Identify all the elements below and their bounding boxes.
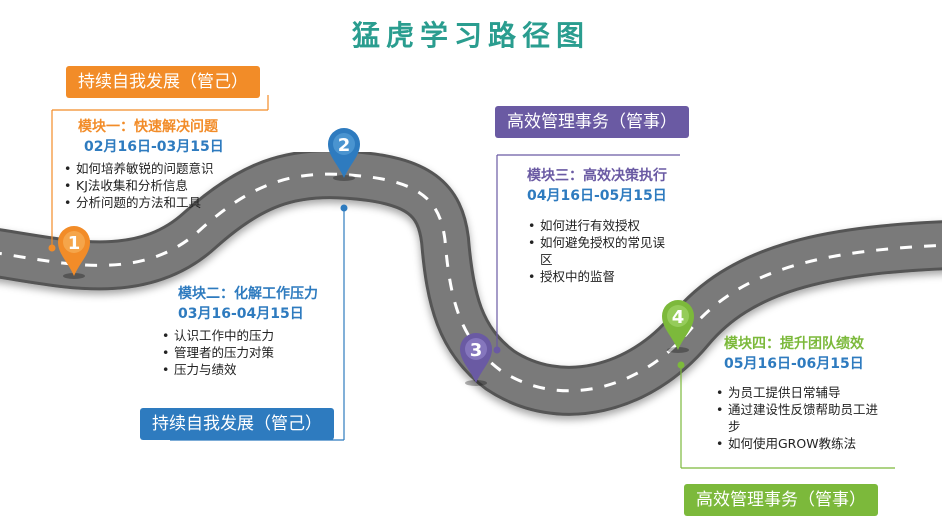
pin-1-icon: 1 — [58, 226, 90, 279]
module-2-title: 模块二：化解工作压力 — [178, 286, 318, 302]
banner-manage-affairs-top: 高效管理事务（管事） — [495, 106, 689, 138]
list-item: 压力与绩效 — [162, 361, 354, 378]
list-item: 授权中的监督 — [528, 268, 676, 285]
banner-manage-affairs-bottom: 高效管理事务（管事） — [684, 484, 878, 516]
list-item: 分析问题的方法和工具 — [64, 194, 276, 211]
list-item: 如何进行有效授权 — [528, 217, 676, 234]
page-title: 猛虎学习路径图 — [351, 19, 590, 52]
list-item: 通过建设性反馈帮助员工进步 — [716, 401, 888, 435]
module-1-title: 模块一：快速解决问题 — [78, 119, 218, 135]
module-1-list: 如何培养敏锐的问题意识 KJ法收集和分析信息 分析问题的方法和工具 — [60, 160, 276, 211]
list-item: 管理者的压力对策 — [162, 344, 354, 361]
module-3-title: 模块三：高效决策执行 — [527, 168, 667, 184]
module-2-date: 03月16-04月15日 — [178, 306, 304, 322]
module-3-list: 如何进行有效授权 如何避免授权的常见误区 授权中的监督 — [524, 217, 676, 285]
module-4-card: 模块四：提升团队绩效 05月16日-06月15日 — [724, 333, 864, 373]
module-2-card: 模块二：化解工作压力 03月16-04月15日 — [178, 283, 318, 323]
module-4-list: 为员工提供日常辅导 通过建设性反馈帮助员工进步 如何使用GROW教练法 — [712, 384, 888, 452]
list-item: 如何使用GROW教练法 — [716, 435, 888, 452]
module-3-date: 04月16日-05月15日 — [527, 188, 667, 204]
list-item: 如何培养敏锐的问题意识 — [64, 160, 276, 177]
banner-self-development-top: 持续自我发展（管己） — [66, 66, 260, 98]
list-item: 认识工作中的压力 — [162, 327, 354, 344]
svg-text:2: 2 — [338, 135, 351, 156]
module-1-card: 模块一：快速解决问题 02月16日-03月15日 — [78, 116, 224, 156]
pin-3-icon: 3 — [460, 333, 492, 386]
module-4-date: 05月16日-06月15日 — [724, 356, 864, 372]
svg-text:4: 4 — [672, 307, 685, 328]
list-item: KJ法收集和分析信息 — [64, 177, 276, 194]
list-item: 为员工提供日常辅导 — [716, 384, 888, 401]
module-3-card: 模块三：高效决策执行 04月16日-05月15日 — [527, 165, 667, 205]
module-2-list: 认识工作中的压力 管理者的压力对策 压力与绩效 — [158, 327, 354, 378]
pin-4-icon: 4 — [662, 300, 694, 353]
banner-self-development-bottom: 持续自我发展（管己） — [140, 408, 334, 440]
module-4-title: 模块四：提升团队绩效 — [724, 336, 864, 352]
svg-text:3: 3 — [470, 340, 483, 361]
module-1-date: 02月16日-03月15日 — [84, 139, 224, 155]
list-item: 如何避免授权的常见误区 — [528, 234, 676, 268]
pin-2-icon: 2 — [328, 128, 360, 181]
svg-text:1: 1 — [68, 233, 81, 254]
